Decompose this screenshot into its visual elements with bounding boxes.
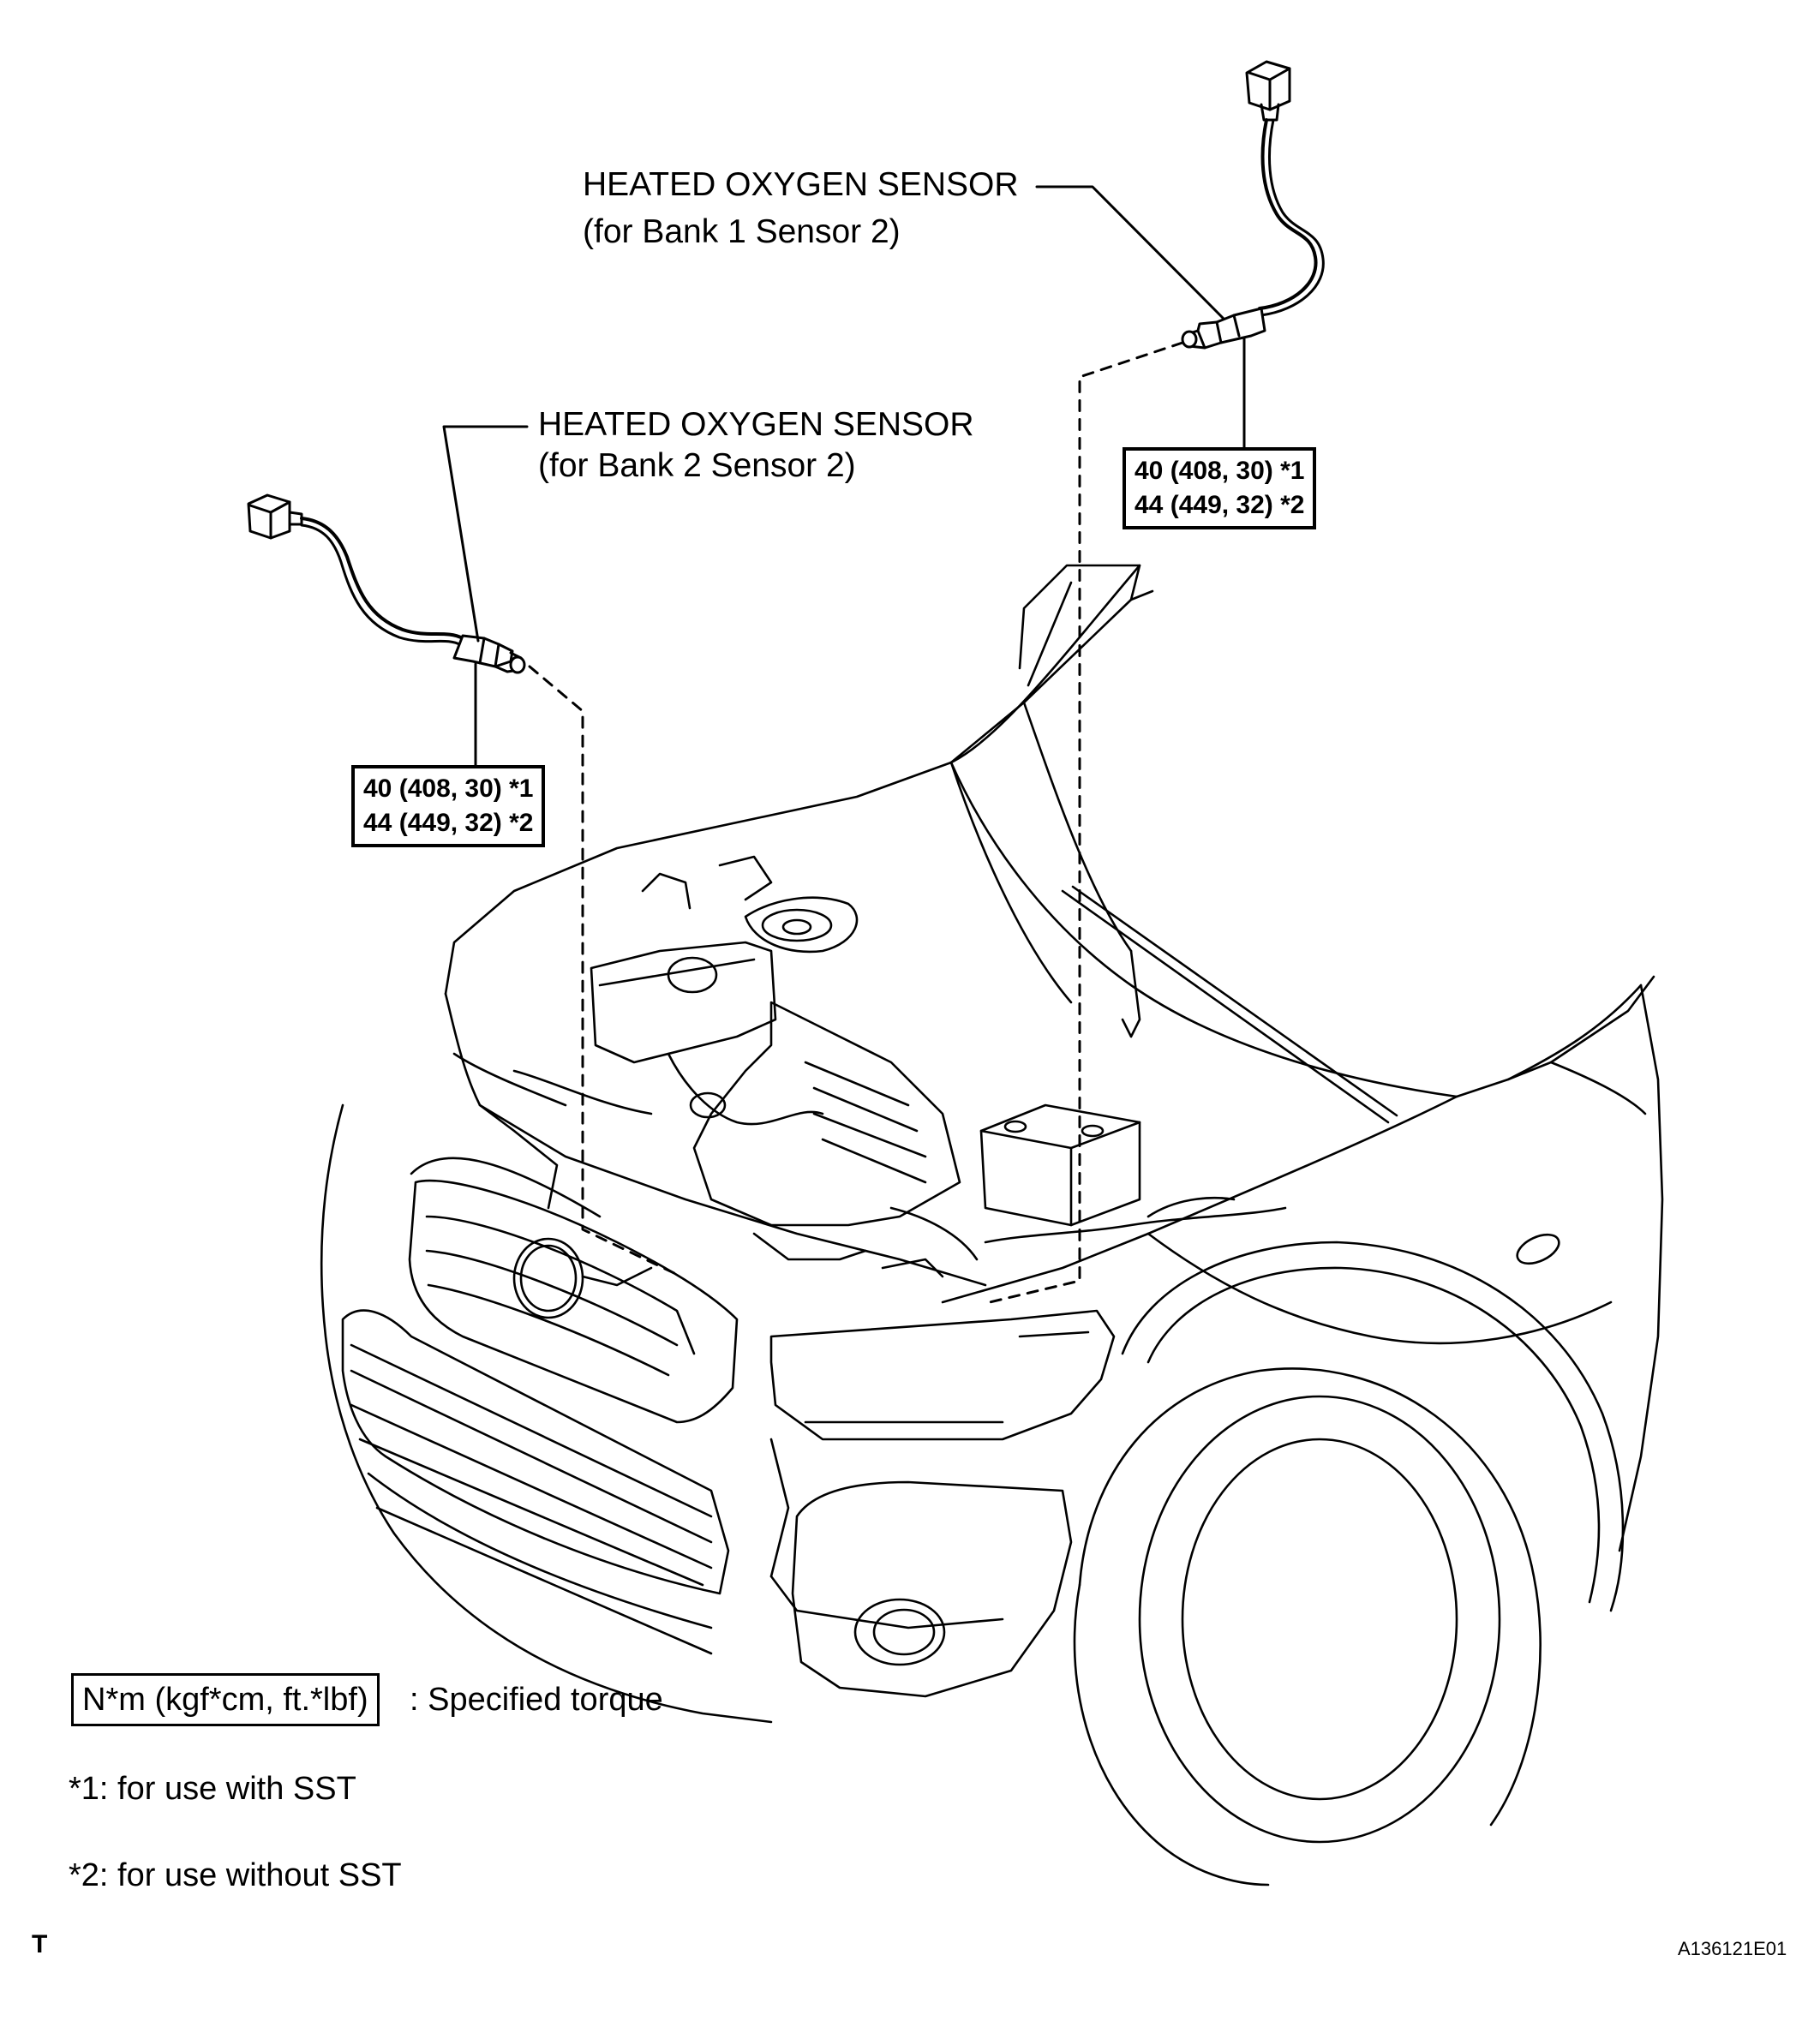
bank1-torque-sst: 40 (408, 30) *1 bbox=[1135, 457, 1305, 485]
vehicle-engine-bay-icon bbox=[320, 564, 1664, 1886]
bank2-torque-box: 40 (408, 30) *1 44 (449, 32) *2 bbox=[351, 765, 546, 847]
bank2-dashed-guide bbox=[528, 665, 683, 1278]
bank2-sensor-name: HEATED OXYGEN SENSOR bbox=[538, 406, 974, 443]
bank1-dashed-guide bbox=[988, 341, 1184, 1304]
bank1-sensor-name: HEATED OXYGEN SENSOR bbox=[583, 166, 1019, 203]
bank1-leader-line bbox=[1035, 185, 1225, 320]
bank2-sensor-sub: (for Bank 2 Sensor 2) bbox=[538, 447, 856, 484]
figure-code: A136121E01 bbox=[1678, 1938, 1787, 1959]
note-no-sst: *2: for use without SST bbox=[69, 1857, 402, 1893]
note-sst: *1: for use with SST bbox=[69, 1771, 356, 1807]
bank1-sensor-icon bbox=[1181, 60, 1325, 350]
bank2-connector-icon bbox=[247, 493, 303, 540]
bank2-torque-sst: 40 (408, 30) *1 bbox=[363, 774, 534, 803]
bank1-sensor-sub: (for Bank 1 Sensor 2) bbox=[583, 213, 901, 250]
bank1-torque-box: 40 (408, 30) *1 44 (449, 32) *2 bbox=[1123, 447, 1317, 529]
bank2-sensor-icon bbox=[247, 493, 526, 674]
torque-unit-description: : Specified torque bbox=[410, 1682, 663, 1718]
torque-unit-box: N*m (kgf*cm, ft.*lbf) bbox=[71, 1673, 380, 1726]
bank2-leader-line bbox=[442, 425, 529, 643]
corner-mark: T bbox=[32, 1930, 48, 1958]
bank1-connector-icon bbox=[1245, 60, 1291, 122]
bank2-torque-nosst: 44 (449, 32) *2 bbox=[363, 809, 534, 837]
bank1-torque-nosst: 44 (449, 32) *2 bbox=[1135, 491, 1305, 519]
